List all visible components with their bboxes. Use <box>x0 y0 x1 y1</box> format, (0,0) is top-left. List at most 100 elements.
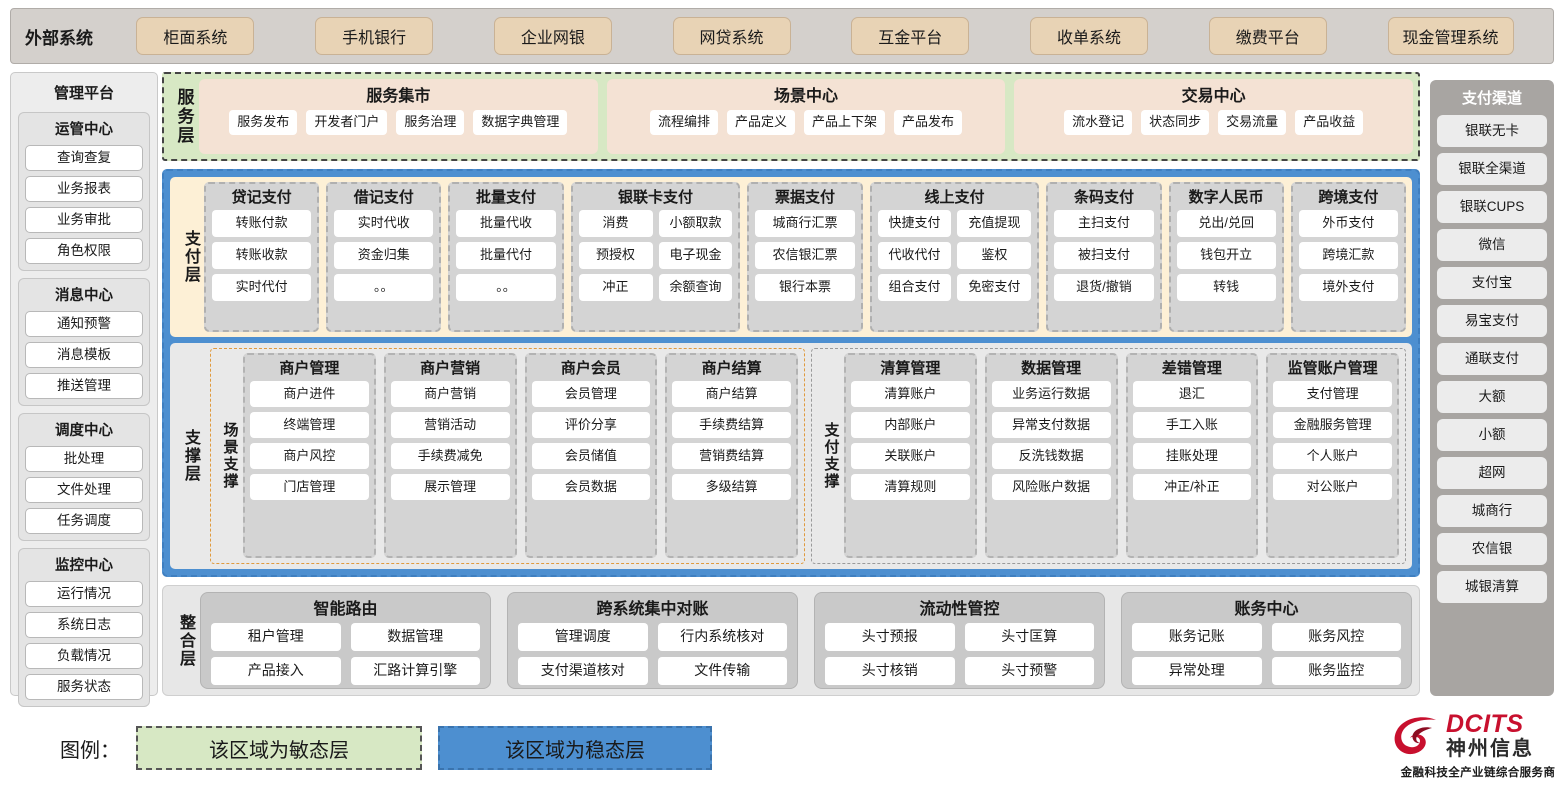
sidebar-item[interactable]: 消息模板 <box>25 342 143 368</box>
support-item[interactable]: 营销活动 <box>390 412 510 438</box>
integration-item[interactable]: 汇路计算引擎 <box>350 657 480 685</box>
payment-item[interactable]: 电子现金 <box>658 242 733 269</box>
support-item[interactable]: 金融服务管理 <box>1273 412 1392 438</box>
integration-item[interactable]: 数据管理 <box>350 623 480 651</box>
integration-item[interactable]: 头寸预警 <box>964 657 1094 685</box>
payment-item[interactable]: 城商行汇票 <box>755 210 855 237</box>
support-item[interactable]: 会员管理 <box>531 381 651 407</box>
sidebar-item[interactable]: 查询查复 <box>25 145 143 171</box>
support-item[interactable]: 内部账户 <box>851 412 970 438</box>
payment-item[interactable]: 农信银汇票 <box>755 242 855 269</box>
support-item[interactable]: 退汇 <box>1132 381 1252 407</box>
service-item[interactable]: 状态同步 <box>1141 110 1210 135</box>
integration-item[interactable]: 文件传输 <box>657 657 787 685</box>
payment-channel-item[interactable]: 支付宝 <box>1437 267 1547 299</box>
service-item[interactable]: 流程编排 <box>649 110 718 135</box>
integration-item[interactable]: 头寸匡算 <box>964 623 1094 651</box>
payment-channel-item[interactable]: 大额 <box>1437 381 1547 413</box>
payment-channel-item[interactable]: 城商行 <box>1437 495 1547 527</box>
support-item[interactable]: 反洗钱数据 <box>991 443 1111 469</box>
integration-item[interactable]: 租户管理 <box>211 623 341 651</box>
payment-item[interactable]: 转账收款 <box>212 242 312 269</box>
service-item[interactable]: 产品收益 <box>1295 110 1364 135</box>
payment-item[interactable]: 代收代付 <box>877 242 952 269</box>
support-item[interactable]: 终端管理 <box>250 412 369 438</box>
payment-channel-item[interactable]: 银联CUPS <box>1437 191 1547 223</box>
payment-item[interactable]: 转账付款 <box>212 210 312 237</box>
payment-item[interactable]: 快捷支付 <box>877 210 952 237</box>
integration-item[interactable]: 支付渠道核对 <box>518 657 648 685</box>
payment-channel-item[interactable]: 城银清算 <box>1437 571 1547 603</box>
payment-item[interactable]: 转钱 <box>1176 274 1276 301</box>
sidebar-item[interactable]: 业务审批 <box>25 207 143 233</box>
support-item[interactable]: 个人账户 <box>1273 443 1392 469</box>
payment-item[interactable]: 。。 <box>334 274 434 301</box>
payment-item[interactable]: 鉴权 <box>957 242 1032 269</box>
service-item[interactable]: 交易流量 <box>1218 110 1287 135</box>
external-system-item[interactable]: 网贷系统 <box>672 17 791 55</box>
payment-item[interactable]: 银行本票 <box>755 274 855 301</box>
support-item[interactable]: 手续费结算 <box>672 412 791 438</box>
payment-channel-item[interactable]: 易宝支付 <box>1437 305 1547 337</box>
service-item[interactable]: 开发者门户 <box>306 110 388 135</box>
sidebar-item[interactable]: 推送管理 <box>25 373 143 399</box>
payment-item[interactable]: 。。 <box>456 274 556 301</box>
support-item[interactable]: 会员储值 <box>531 443 651 469</box>
sidebar-item[interactable]: 角色权限 <box>25 238 143 264</box>
payment-channel-item[interactable]: 银联无卡 <box>1437 115 1547 147</box>
payment-item[interactable]: 组合支付 <box>877 274 952 301</box>
payment-item[interactable]: 资金归集 <box>334 242 434 269</box>
support-item[interactable]: 业务运行数据 <box>991 381 1111 407</box>
sidebar-item[interactable]: 任务调度 <box>25 508 143 534</box>
sidebar-item[interactable]: 文件处理 <box>25 477 143 503</box>
payment-item[interactable]: 退货/撤销 <box>1054 274 1154 301</box>
external-system-item[interactable]: 收单系统 <box>1030 17 1149 55</box>
sidebar-item[interactable]: 批处理 <box>25 446 143 472</box>
sidebar-item[interactable]: 运行情况 <box>25 581 143 607</box>
payment-channel-item[interactable]: 超网 <box>1437 457 1547 489</box>
integration-item[interactable]: 头寸预报 <box>825 623 955 651</box>
payment-item[interactable]: 境外支付 <box>1298 274 1398 301</box>
external-system-item[interactable]: 互金平台 <box>851 17 970 55</box>
external-system-item[interactable]: 柜面系统 <box>136 17 255 55</box>
payment-item[interactable]: 消费 <box>578 210 653 237</box>
external-system-item[interactable]: 企业网银 <box>493 17 612 55</box>
integration-item[interactable]: 账务风控 <box>1271 623 1401 651</box>
external-system-item[interactable]: 现金管理系统 <box>1387 17 1514 55</box>
support-item[interactable]: 清算账户 <box>851 381 970 407</box>
integration-item[interactable]: 账务记账 <box>1132 623 1262 651</box>
support-item[interactable]: 商户进件 <box>250 381 369 407</box>
service-item[interactable]: 产品发布 <box>894 110 963 135</box>
payment-item[interactable]: 被扫支付 <box>1054 242 1154 269</box>
integration-item[interactable]: 账务监控 <box>1271 657 1401 685</box>
integration-item[interactable]: 管理调度 <box>518 623 648 651</box>
payment-item[interactable]: 余额查询 <box>658 274 733 301</box>
payment-channel-item[interactable]: 微信 <box>1437 229 1547 261</box>
support-item[interactable]: 商户风控 <box>250 443 369 469</box>
integration-item[interactable]: 产品接入 <box>211 657 341 685</box>
payment-item[interactable]: 外币支付 <box>1298 210 1398 237</box>
service-item[interactable]: 数据字典管理 <box>473 110 568 135</box>
payment-item[interactable]: 主扫支付 <box>1054 210 1154 237</box>
payment-channel-item[interactable]: 农信银 <box>1437 533 1547 565</box>
support-item[interactable]: 商户营销 <box>390 381 510 407</box>
support-item[interactable]: 门店管理 <box>250 474 369 500</box>
integration-item[interactable]: 异常处理 <box>1132 657 1262 685</box>
support-item[interactable]: 评价分享 <box>531 412 651 438</box>
service-item[interactable]: 服务治理 <box>396 110 465 135</box>
support-item[interactable]: 营销费结算 <box>672 443 791 469</box>
support-item[interactable]: 手工入账 <box>1132 412 1252 438</box>
payment-item[interactable]: 预授权 <box>578 242 653 269</box>
sidebar-item[interactable]: 业务报表 <box>25 176 143 202</box>
payment-item[interactable]: 兑出/兑回 <box>1176 210 1276 237</box>
payment-channel-item[interactable]: 银联全渠道 <box>1437 153 1547 185</box>
service-item[interactable]: 流水登记 <box>1064 110 1133 135</box>
payment-channel-item[interactable]: 小额 <box>1437 419 1547 451</box>
sidebar-item[interactable]: 服务状态 <box>25 674 143 700</box>
support-item[interactable]: 多级结算 <box>672 474 791 500</box>
payment-item[interactable]: 实时代付 <box>212 274 312 301</box>
payment-item[interactable]: 批量代收 <box>456 210 556 237</box>
payment-item[interactable]: 实时代收 <box>334 210 434 237</box>
integration-item[interactable]: 行内系统核对 <box>657 623 787 651</box>
support-item[interactable]: 关联账户 <box>851 443 970 469</box>
